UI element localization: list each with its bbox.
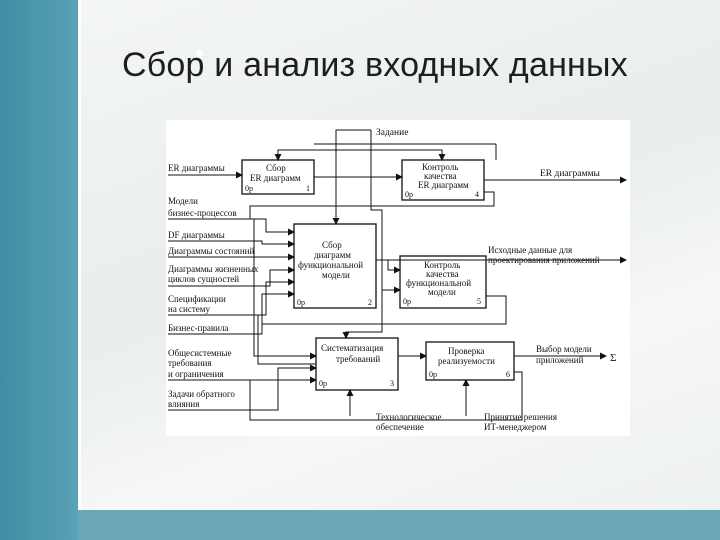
input-sysreq-1: Общесистемные [168,348,232,358]
mechanism-tech-2: обеспечение [376,422,424,432]
arrow-task-control [274,129,446,339]
flow-arrows [249,143,627,421]
input-sysreq-3: и ограничения [168,369,224,379]
input-sysreq-2: требования [168,358,212,368]
box-5-number: 5 [477,297,481,306]
box-2-cost: 0р [297,298,305,307]
box-1-cost: 0р [245,184,253,193]
input-states: Диаграммы состояний [168,246,254,256]
mechanism-decision-2: ИТ-менеджером [484,422,547,432]
box-4-line1: Контроль [422,162,458,172]
box-2: Сбор диаграмм функциональной модели 0р 2 [293,223,377,309]
bottom-accent-bar [78,510,720,540]
output-initial-1: Исходные данные для [488,245,572,255]
box-1-line1: Сбор [266,163,286,173]
label-task: Задание [376,128,408,138]
box-2-number: 2 [368,298,372,307]
box-3-line2: требований [336,354,380,364]
box-4-line2: качества [424,171,457,181]
box-5-line1: Контроль [424,260,460,270]
box-5-line3: функциональной [406,278,471,288]
box-2-line3: функциональной [298,260,363,270]
output-er: ER диаграммы [540,169,601,179]
left-accent-panel [0,0,78,540]
title-bullet-dot [196,50,203,57]
box-3-line1: Систематизация [321,343,383,353]
box-1-line2: ER диаграмм [250,173,301,183]
box-2-line2: диаграмм [314,250,351,260]
box-5-line2: качества [426,269,459,279]
input-feedback-1: Задачи обратного [168,389,235,399]
input-er: ER диаграммы [168,163,225,173]
box-3: Систематизация требований 0р 3 [315,337,399,391]
box-6: Проверка реализуемости 0р 6 [425,341,515,381]
input-feedback-2: влияния [168,399,199,409]
box-3-cost: 0р [319,379,327,388]
box-5-cost: 0р [403,297,411,306]
box-6-line1: Проверка [448,346,484,356]
mechanism-tech-1: Технологическое [376,412,442,422]
box-3-number: 3 [390,379,394,388]
input-rules: Бизнес-правила [168,323,228,333]
input-arrows [168,171,317,411]
box-4: Контроль качества ER диаграмм 0р 4 [401,159,485,201]
slide-title: Сбор и анализ входных данных [122,46,628,84]
idef0-diagram: Сбор ER диаграмм 0р 1 Контроль качества … [166,120,630,436]
input-df: DF диаграммы [168,230,225,240]
box-2-line4: модели [322,270,350,280]
input-spec-2: на систему [168,304,210,314]
output-sigma: Σ [610,352,616,364]
input-lifecycle-2: циклов сущностей [168,274,239,284]
input-spec-1: Спецификации [168,294,226,304]
box-4-line3: ER диаграмм [418,180,469,190]
box-2-line1: Сбор [322,240,342,250]
box-5-line4: модели [428,287,456,297]
output-choice-2: приложений [536,355,584,365]
input-lifecycle-1: Диаграммы жизненных [168,264,259,274]
box-1-number: 1 [306,184,310,193]
box-6-cost: 0р [429,370,437,379]
box-6-number: 6 [506,370,510,379]
output-initial-2: проектирования приложений [488,255,600,265]
mechanism-decision-1: Принятие решения [484,412,557,422]
input-models-2: бизнес-процессов [168,208,237,218]
input-models-1: Модели [168,196,198,206]
output-choice-1: Выбор модели [536,344,592,354]
box-4-number: 4 [475,190,479,199]
box-6-line2: реализуемости [438,356,495,366]
diagram-canvas: Сбор ER диаграмм 0р 1 Контроль качества … [168,128,627,432]
box-1: Сбор ER диаграмм 0р 1 [241,159,315,195]
box-4-cost: 0р [405,190,413,199]
box-5: Контроль качества функциональной модели … [399,255,487,309]
